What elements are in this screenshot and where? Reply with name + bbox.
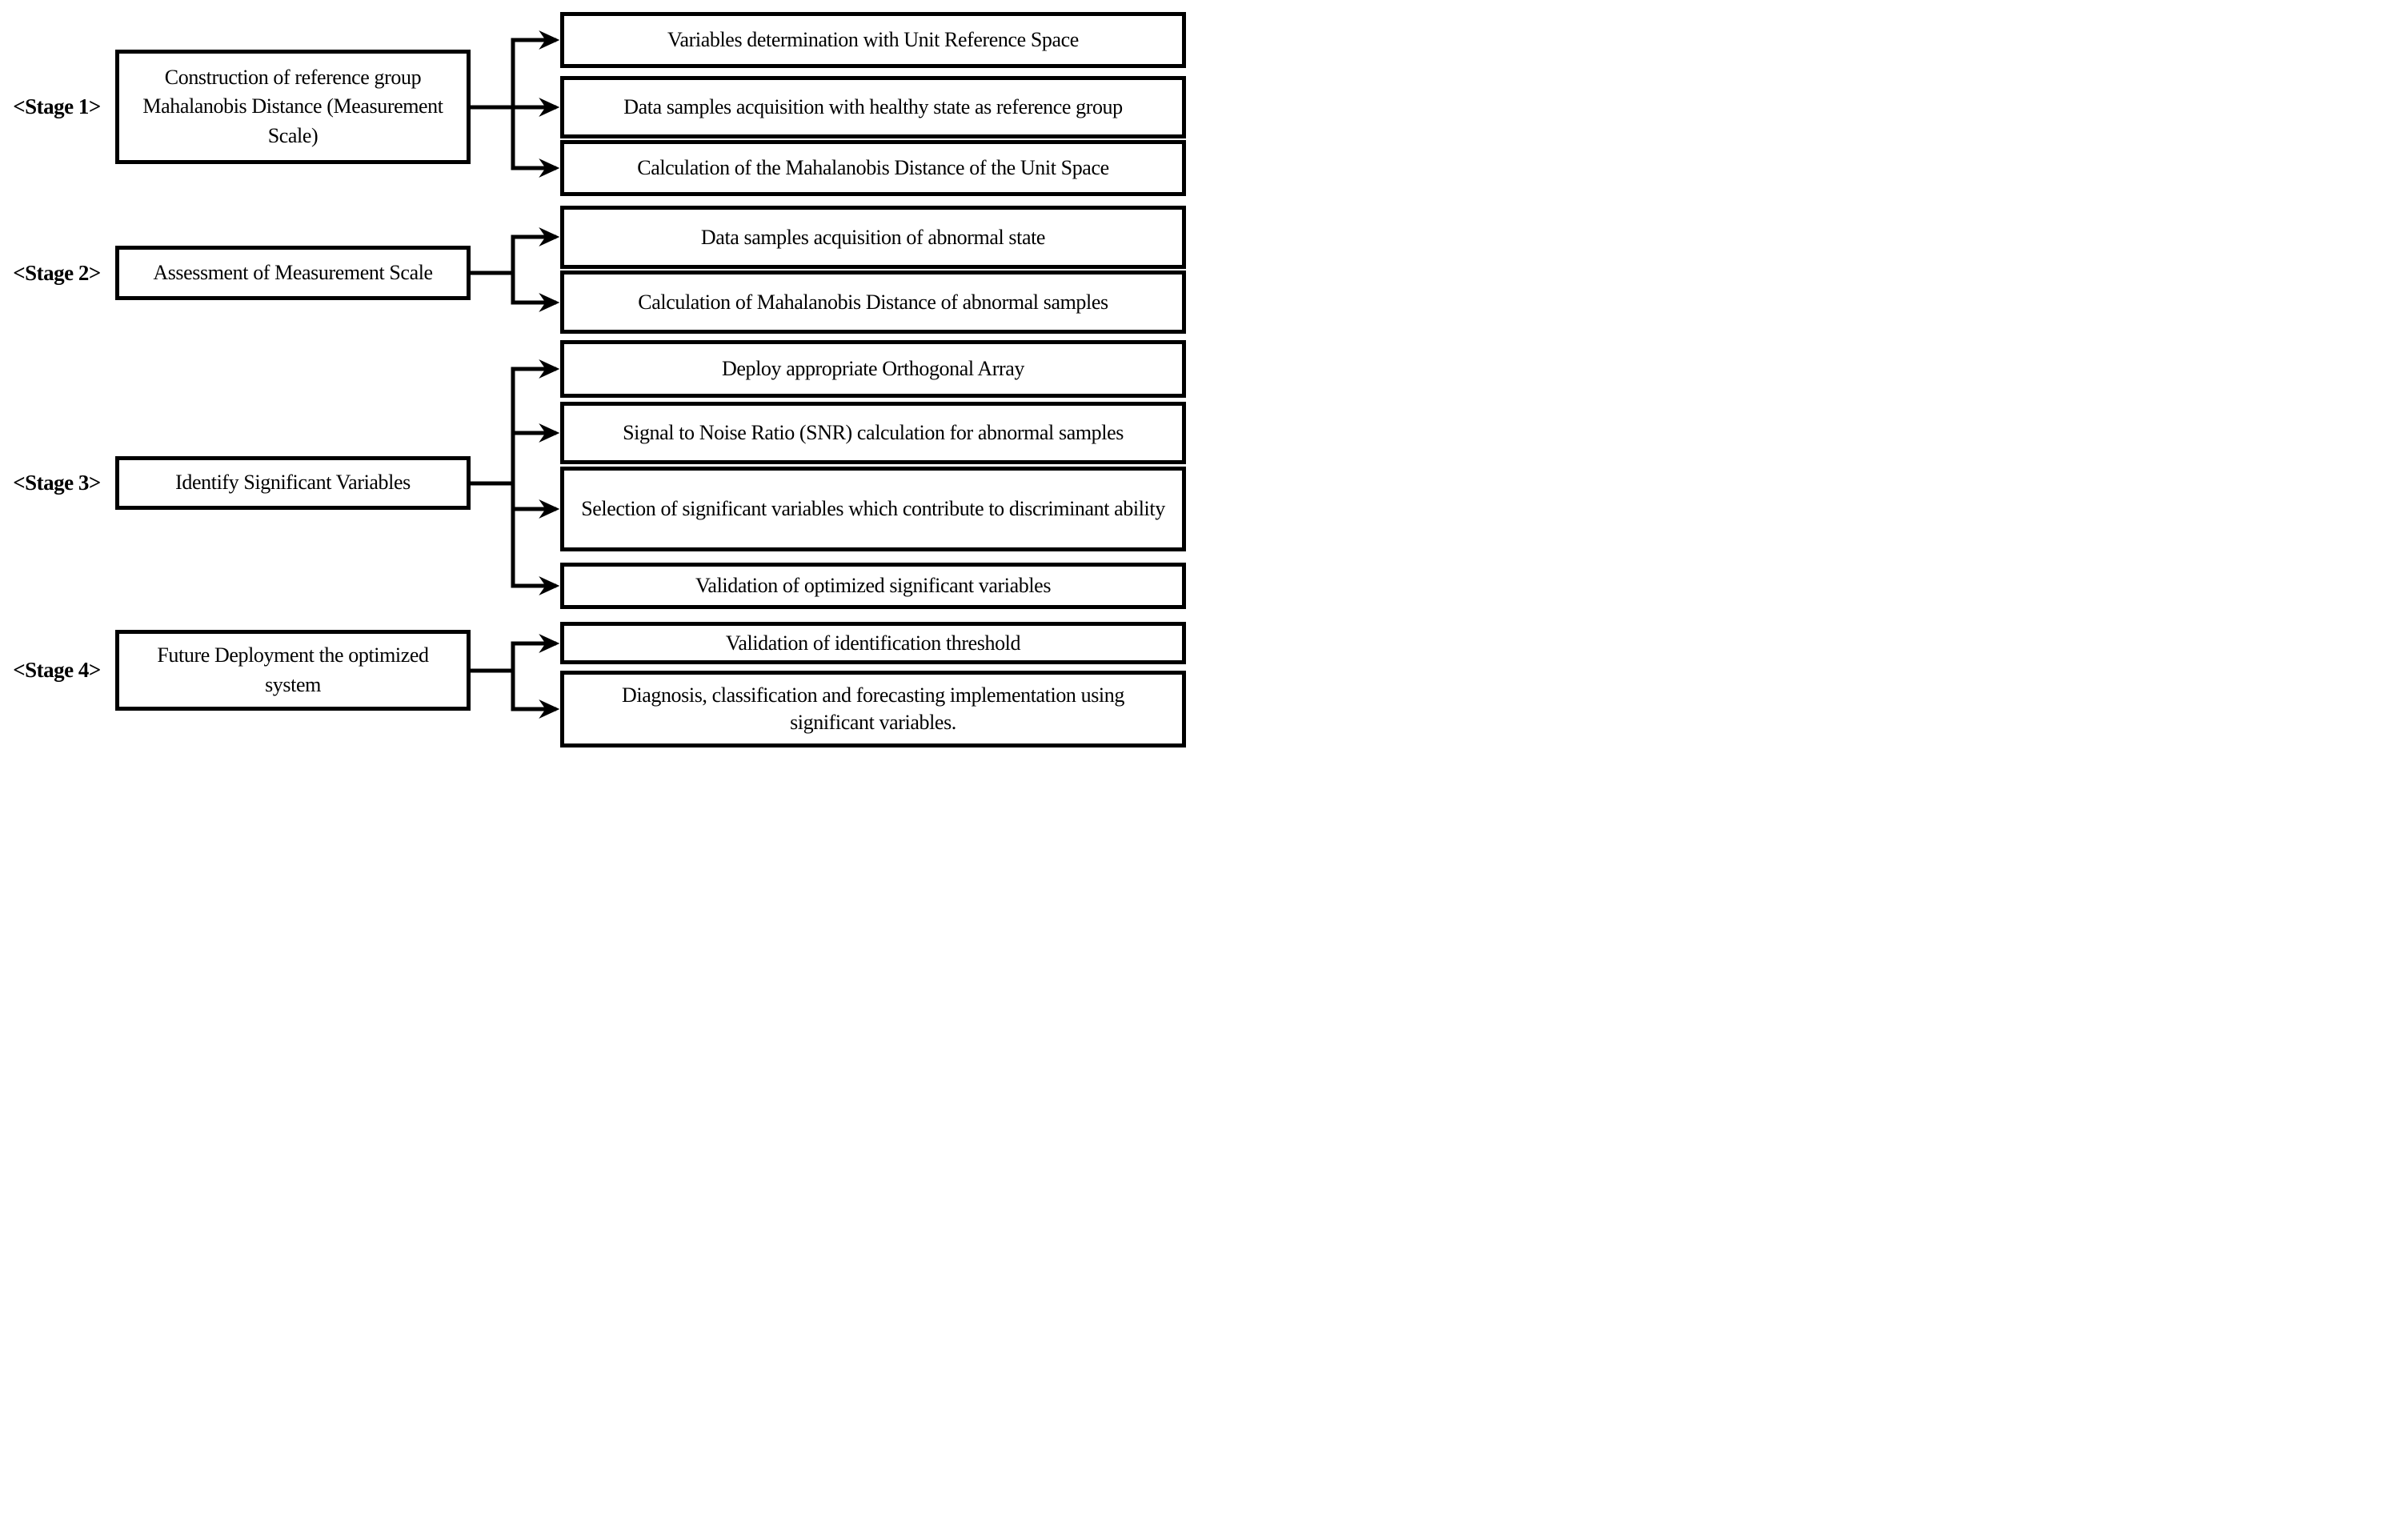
- mts-flowchart: <Stage 1> <Stage 2> <Stage 3> <Stage 4> …: [0, 0, 1204, 764]
- stage-3-step-2: Signal to Noise Ratio (SNR) calculation …: [560, 402, 1186, 464]
- stage-4-step-1: Validation of identification threshold: [560, 622, 1186, 664]
- stage-1-connector: [467, 38, 515, 170]
- stage-1-step-1: Variables determination with Unit Refere…: [560, 12, 1186, 68]
- stage-3-step-4: Validation of optimized significant vari…: [560, 563, 1186, 609]
- stage-2-step-2: Calculation of Mahalanobis Distance of a…: [560, 271, 1186, 334]
- stage-4-box: Future Deployment the optimized system: [115, 630, 471, 711]
- stage-4-step-2: Diagnosis, classification and forecastin…: [560, 671, 1186, 747]
- connector-lines: [467, 30, 560, 719]
- stage-1-box: Construction of reference group Mahalano…: [115, 50, 471, 164]
- stage-3-box: Identify Significant Variables: [115, 456, 471, 510]
- stage-4-label: <Stage 4>: [13, 658, 101, 682]
- stage-1-step-2: Data samples acquisition with healthy st…: [560, 76, 1186, 138]
- stage-1-step-3: Calculation of the Mahalanobis Distance …: [560, 140, 1186, 196]
- stage-2-step-1: Data samples acquisition of abnormal sta…: [560, 206, 1186, 269]
- stage-4-connector: [467, 641, 515, 711]
- stage-3-step-1: Deploy appropriate Orthogonal Array: [560, 340, 1186, 398]
- stage-1-label: <Stage 1>: [13, 94, 101, 118]
- stage-3-connector: [467, 367, 515, 588]
- stage-2-connector: [467, 234, 515, 305]
- stage-2-label: <Stage 2>: [13, 260, 101, 285]
- stage-3-label: <Stage 3>: [13, 471, 101, 495]
- stage-3-step-3: Selection of significant variables which…: [560, 467, 1186, 551]
- stage-2-box: Assessment of Measurement Scale: [115, 246, 471, 300]
